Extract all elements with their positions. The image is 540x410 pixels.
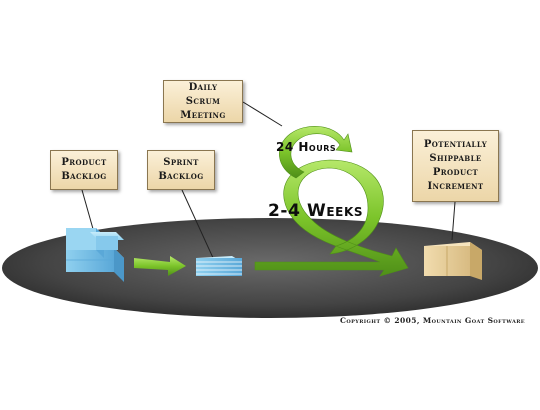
sprint-backlog-label: Sprint Backlog [147, 150, 215, 190]
sprint-cycle-arrow [254, 159, 409, 277]
product-backlog-stack [66, 228, 124, 282]
backlog-arrow [134, 256, 186, 276]
sprint-cycle-label: 2-4 Weeks [268, 201, 364, 221]
sprint-backlog-stack [196, 256, 242, 276]
daily-scrum-label: Daily Scrum Meeting [163, 80, 243, 123]
product-backlog-text: Product Backlog [61, 157, 107, 182]
product-increment-label: Potentially Shippable Product Increment [412, 130, 499, 202]
sprint-backlog-text: Sprint Backlog [158, 157, 204, 182]
daily-scrum-text: Daily Scrum Meeting [180, 81, 226, 121]
product-backlog-label: Product Backlog [50, 150, 118, 190]
daily-cycle-label: 24 Hours [276, 140, 337, 154]
product-increment-text: Potentially Shippable Product Increment [423, 139, 488, 192]
product-increment-box [424, 242, 482, 280]
daily-cycle-arrow [279, 125, 353, 179]
copyright-notice: Copyright © 2005, Mountain Goat Software [340, 316, 525, 325]
